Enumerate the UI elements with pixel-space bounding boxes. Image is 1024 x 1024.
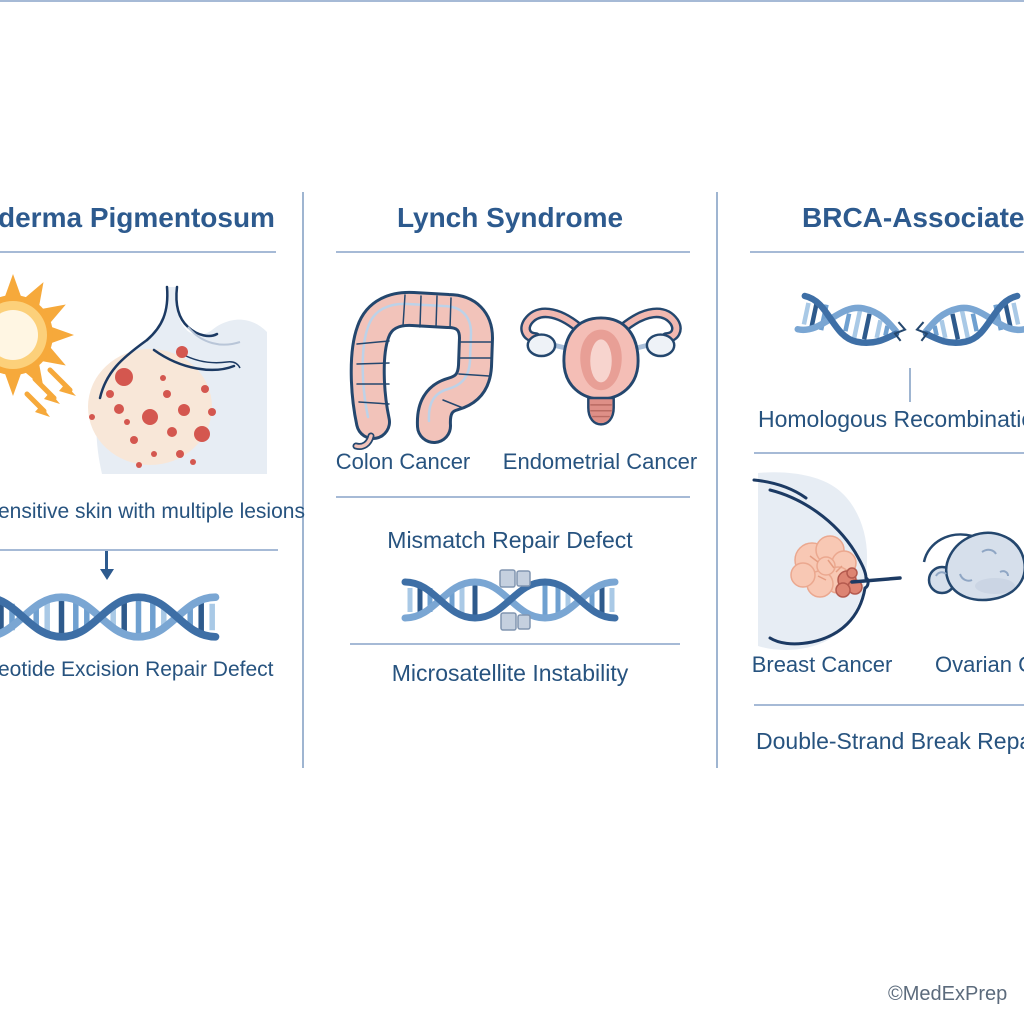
breast-lobules xyxy=(790,535,857,598)
column2-mid-rule-1 xyxy=(336,496,690,498)
column-divider-1 xyxy=(302,192,304,768)
column1-finding-text: ensitive skin with multiple lesions xyxy=(0,500,305,523)
column1-title: derma Pigmentosum xyxy=(0,202,275,233)
ovary-icon xyxy=(922,531,1024,602)
lesion-dots xyxy=(89,346,216,468)
down-arrow-head-icon xyxy=(100,569,114,580)
column2-title-underline xyxy=(336,251,690,253)
endometrial-cancer-label: Endometrial Cancer xyxy=(502,449,698,474)
microsatellite-label: Microsatellite Instability xyxy=(391,660,629,686)
homologous-recombination-label: Homologous Recombination xyxy=(758,406,1024,432)
column1-mid-rule xyxy=(0,549,278,551)
column-divider-2 xyxy=(716,192,718,768)
dna-mismatch-icon xyxy=(401,569,619,631)
ovarian-cancer-label: Ovarian C xyxy=(935,652,1024,677)
colon-cancer-label: Colon Cancer xyxy=(335,449,471,474)
dna-helix-icon xyxy=(0,593,220,641)
column1-title-underline xyxy=(0,251,276,253)
column3-title: BRCA-Associated xyxy=(802,202,1024,233)
mismatch-repair-label: Mismatch Repair Defect xyxy=(387,527,633,553)
double-strand-break-label: Double-Strand Break Repair F xyxy=(756,728,1024,754)
breast-cancer-label: Breast Cancer xyxy=(751,652,893,677)
column1-mechanism-text: eotide Excision Repair Defect xyxy=(0,658,274,681)
column3-mid-rule-2 xyxy=(754,704,1024,706)
column3-mid-rule-1 xyxy=(754,452,1024,454)
uterus-icon xyxy=(520,307,682,426)
column3-connector-line xyxy=(909,368,911,402)
breast-tumor-icon xyxy=(752,472,902,650)
column3-title-underline xyxy=(750,251,1024,253)
column2-mid-rule-2 xyxy=(350,643,680,645)
down-arrow-icon xyxy=(105,551,108,570)
watermark-text: ©MedExPrep xyxy=(888,983,1008,1005)
column2-title: Lynch Syndrome xyxy=(396,202,624,233)
broken-dna-icon xyxy=(794,292,1024,347)
shoulder-skin-lesions-icon xyxy=(88,285,267,474)
top-frame-rule xyxy=(0,0,1024,2)
colon-icon xyxy=(349,290,494,450)
sun-with-uv-rays-icon xyxy=(0,274,76,417)
